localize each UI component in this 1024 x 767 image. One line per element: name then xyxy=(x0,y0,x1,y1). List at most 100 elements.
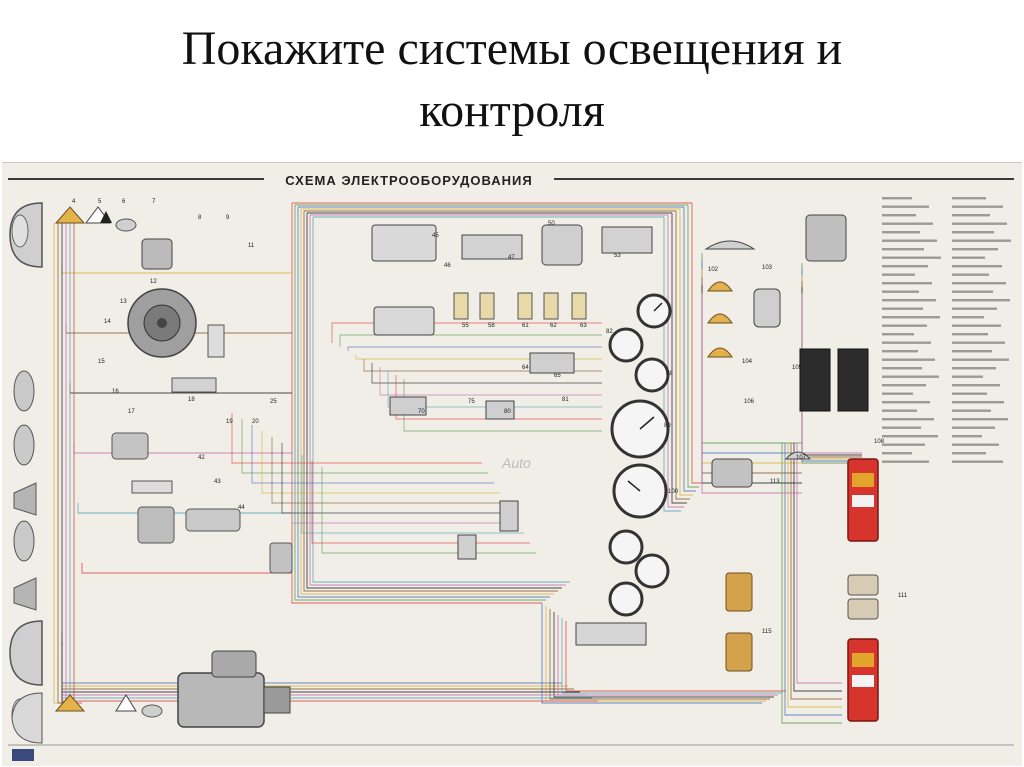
component-number-label: 111 xyxy=(898,593,908,599)
component-number-label: 9 xyxy=(226,215,230,221)
legend-line xyxy=(882,452,912,455)
component-number-label: 108 xyxy=(874,439,885,445)
legend-line xyxy=(952,384,1000,387)
component-number-label: 64 xyxy=(522,365,529,371)
ignition-coil xyxy=(137,506,175,544)
legend-line xyxy=(882,290,919,293)
rear-tail-lights xyxy=(847,458,879,722)
wire xyxy=(300,209,311,595)
connector-strip xyxy=(171,377,217,393)
relay-a xyxy=(453,292,469,320)
reversing-lamp xyxy=(784,451,812,460)
component-number-label: 61 xyxy=(522,323,529,329)
component-number-label: 102 xyxy=(708,267,719,273)
gauge-fuel xyxy=(634,357,670,393)
wire xyxy=(231,413,482,464)
component-number-label: 80 xyxy=(504,409,511,415)
wire xyxy=(363,359,602,372)
wire xyxy=(395,375,602,420)
legend-line xyxy=(952,205,1003,208)
horn-left-1 xyxy=(13,482,37,516)
instrument-lamp-3 xyxy=(707,347,733,358)
legend-line xyxy=(882,248,924,251)
component-number-label: 105 xyxy=(792,365,803,371)
legend-line xyxy=(952,452,986,455)
component-number-label: 106 xyxy=(744,399,755,405)
capacitor xyxy=(207,324,225,358)
legend-line xyxy=(882,358,935,361)
component-number-label: 65 xyxy=(554,373,561,379)
starter-body xyxy=(177,672,265,728)
component-number-label: 17 xyxy=(128,409,135,415)
gauge-water-temp xyxy=(608,327,644,363)
marker-lamp-black xyxy=(100,211,112,223)
wire xyxy=(403,379,602,432)
slide-title: Покажите системы освещения и контроля xyxy=(0,18,1024,142)
component-number-label: 115 xyxy=(762,629,772,635)
component-number-label: 6 xyxy=(122,199,126,205)
tail-light-reverse-top xyxy=(852,495,874,507)
wire xyxy=(309,215,320,586)
wire xyxy=(787,443,842,708)
publisher-logo xyxy=(12,749,34,761)
legend-line xyxy=(882,273,915,276)
wiring-diagram-poster: СХЕМА ЭЛЕКТРООБОРУДОВАНИЯ Auto xyxy=(2,162,1022,766)
wire xyxy=(291,449,518,524)
wire xyxy=(793,443,842,692)
component-number-label: 107 xyxy=(796,455,807,461)
component-number-label: 45 xyxy=(432,233,439,239)
legend-line xyxy=(882,392,913,395)
wiper-motor xyxy=(753,288,781,328)
turn-relay xyxy=(499,500,519,532)
legend-line xyxy=(882,205,929,208)
fuse-block-3 xyxy=(575,622,647,646)
left-headlight-bottom xyxy=(9,620,43,686)
legend-line xyxy=(952,418,1008,421)
legend-line xyxy=(882,435,938,438)
tail-light-reverse-bottom xyxy=(852,675,874,687)
legend-line xyxy=(882,222,933,225)
legend-line xyxy=(882,239,937,242)
component-number-label: 7 xyxy=(152,199,156,205)
mid-left-components xyxy=(111,324,293,574)
gauge-air-pressure xyxy=(608,581,644,617)
heater-motor xyxy=(541,224,583,266)
wire xyxy=(379,367,602,396)
legend-line xyxy=(882,418,934,421)
legend-line xyxy=(952,401,1004,404)
needle-2 xyxy=(639,416,655,430)
trailer-socket-1 xyxy=(725,572,753,612)
top-left-lamps xyxy=(54,206,163,718)
legend-line xyxy=(882,256,941,259)
component-number-label: 63 xyxy=(580,323,587,329)
trailer-socket-2 xyxy=(725,632,753,672)
wire xyxy=(347,346,602,351)
gauge-voltmeter xyxy=(608,529,644,565)
fuse-holder xyxy=(131,480,173,494)
wire xyxy=(306,213,317,589)
wire xyxy=(679,209,693,496)
tail-light-turn-top xyxy=(852,473,874,487)
wire xyxy=(796,443,842,684)
central-switch-block xyxy=(371,224,437,262)
wire xyxy=(281,443,512,514)
legend-line xyxy=(882,214,916,217)
wire xyxy=(687,205,699,488)
rear-turn-lamp-amber xyxy=(54,694,86,712)
legend-line xyxy=(952,426,995,429)
legend-line xyxy=(952,222,1007,225)
wire xyxy=(691,203,702,484)
battery-1 xyxy=(799,348,831,412)
component-number-label: 58 xyxy=(488,323,495,329)
brake-switch xyxy=(485,400,515,420)
relay-block-1 xyxy=(111,432,149,460)
heater-fan-motor xyxy=(711,458,753,488)
legend-line xyxy=(882,307,923,310)
component-number-label: 62 xyxy=(550,323,557,329)
generator xyxy=(127,238,197,358)
legend-line xyxy=(882,401,930,404)
hazard-switch xyxy=(457,534,477,560)
left-fog-lamp-2 xyxy=(13,424,35,466)
component-number-label: 18 xyxy=(188,397,195,403)
